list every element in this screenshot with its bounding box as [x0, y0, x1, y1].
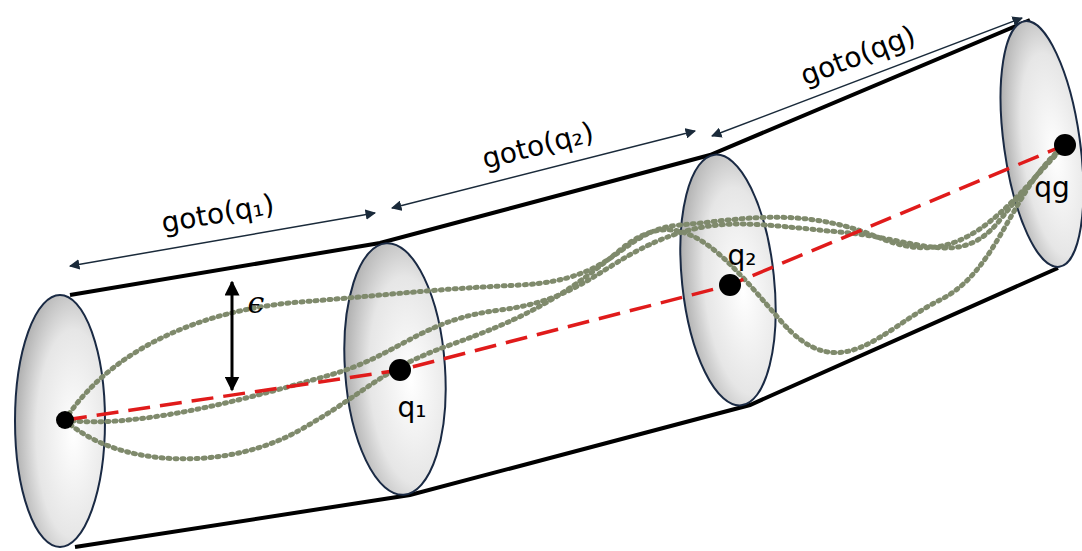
radius-arrow — [231, 282, 234, 390]
tube-edge — [70, 20, 1030, 295]
segment-label: goto(q₁) — [159, 189, 276, 239]
sample-paths — [65, 145, 1065, 459]
disc — [669, 150, 787, 410]
waypoint-label: q₂ — [728, 241, 757, 272]
tube-edge — [75, 268, 1058, 547]
waypoints — [56, 134, 1076, 429]
segment-label: goto(q₂) — [479, 117, 597, 175]
tolerance-symbol: ϵ — [248, 286, 265, 319]
segment-arrows — [70, 18, 1022, 266]
waypoint-label: q₁ — [398, 393, 427, 424]
reference-path — [65, 145, 1065, 420]
waypoint-label: qg — [1034, 173, 1070, 204]
